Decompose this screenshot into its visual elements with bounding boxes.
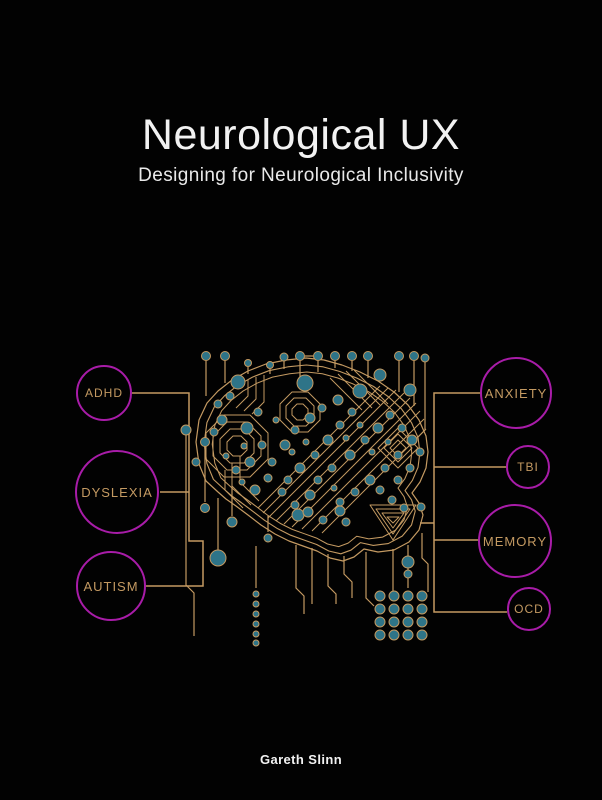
condition-circle-adhd: ADHD — [76, 365, 132, 421]
book-title: Neurological UX — [141, 111, 461, 159]
title-block: Neurological UX Designing for Neurologic… — [0, 112, 602, 187]
condition-circle-dyslexia: DYSLEXIA — [75, 450, 159, 534]
brain-nodes — [180, 351, 430, 647]
left-connector-lines — [132, 392, 204, 587]
condition-circle-anxiety: ANXIETY — [480, 357, 552, 429]
author-name: Gareth Slinn — [259, 752, 343, 767]
right-connector-lines — [420, 392, 507, 613]
brain-pin-traces — [185, 355, 429, 636]
condition-circle-autism: AUTISM — [76, 551, 146, 621]
condition-circle-tbi: TBI — [506, 445, 550, 489]
book-subtitle: Designing for Neurological Inclusivity — [138, 165, 464, 186]
condition-circle-memory: MEMORY — [478, 504, 552, 578]
condition-circle-ocd: OCD — [507, 587, 551, 631]
